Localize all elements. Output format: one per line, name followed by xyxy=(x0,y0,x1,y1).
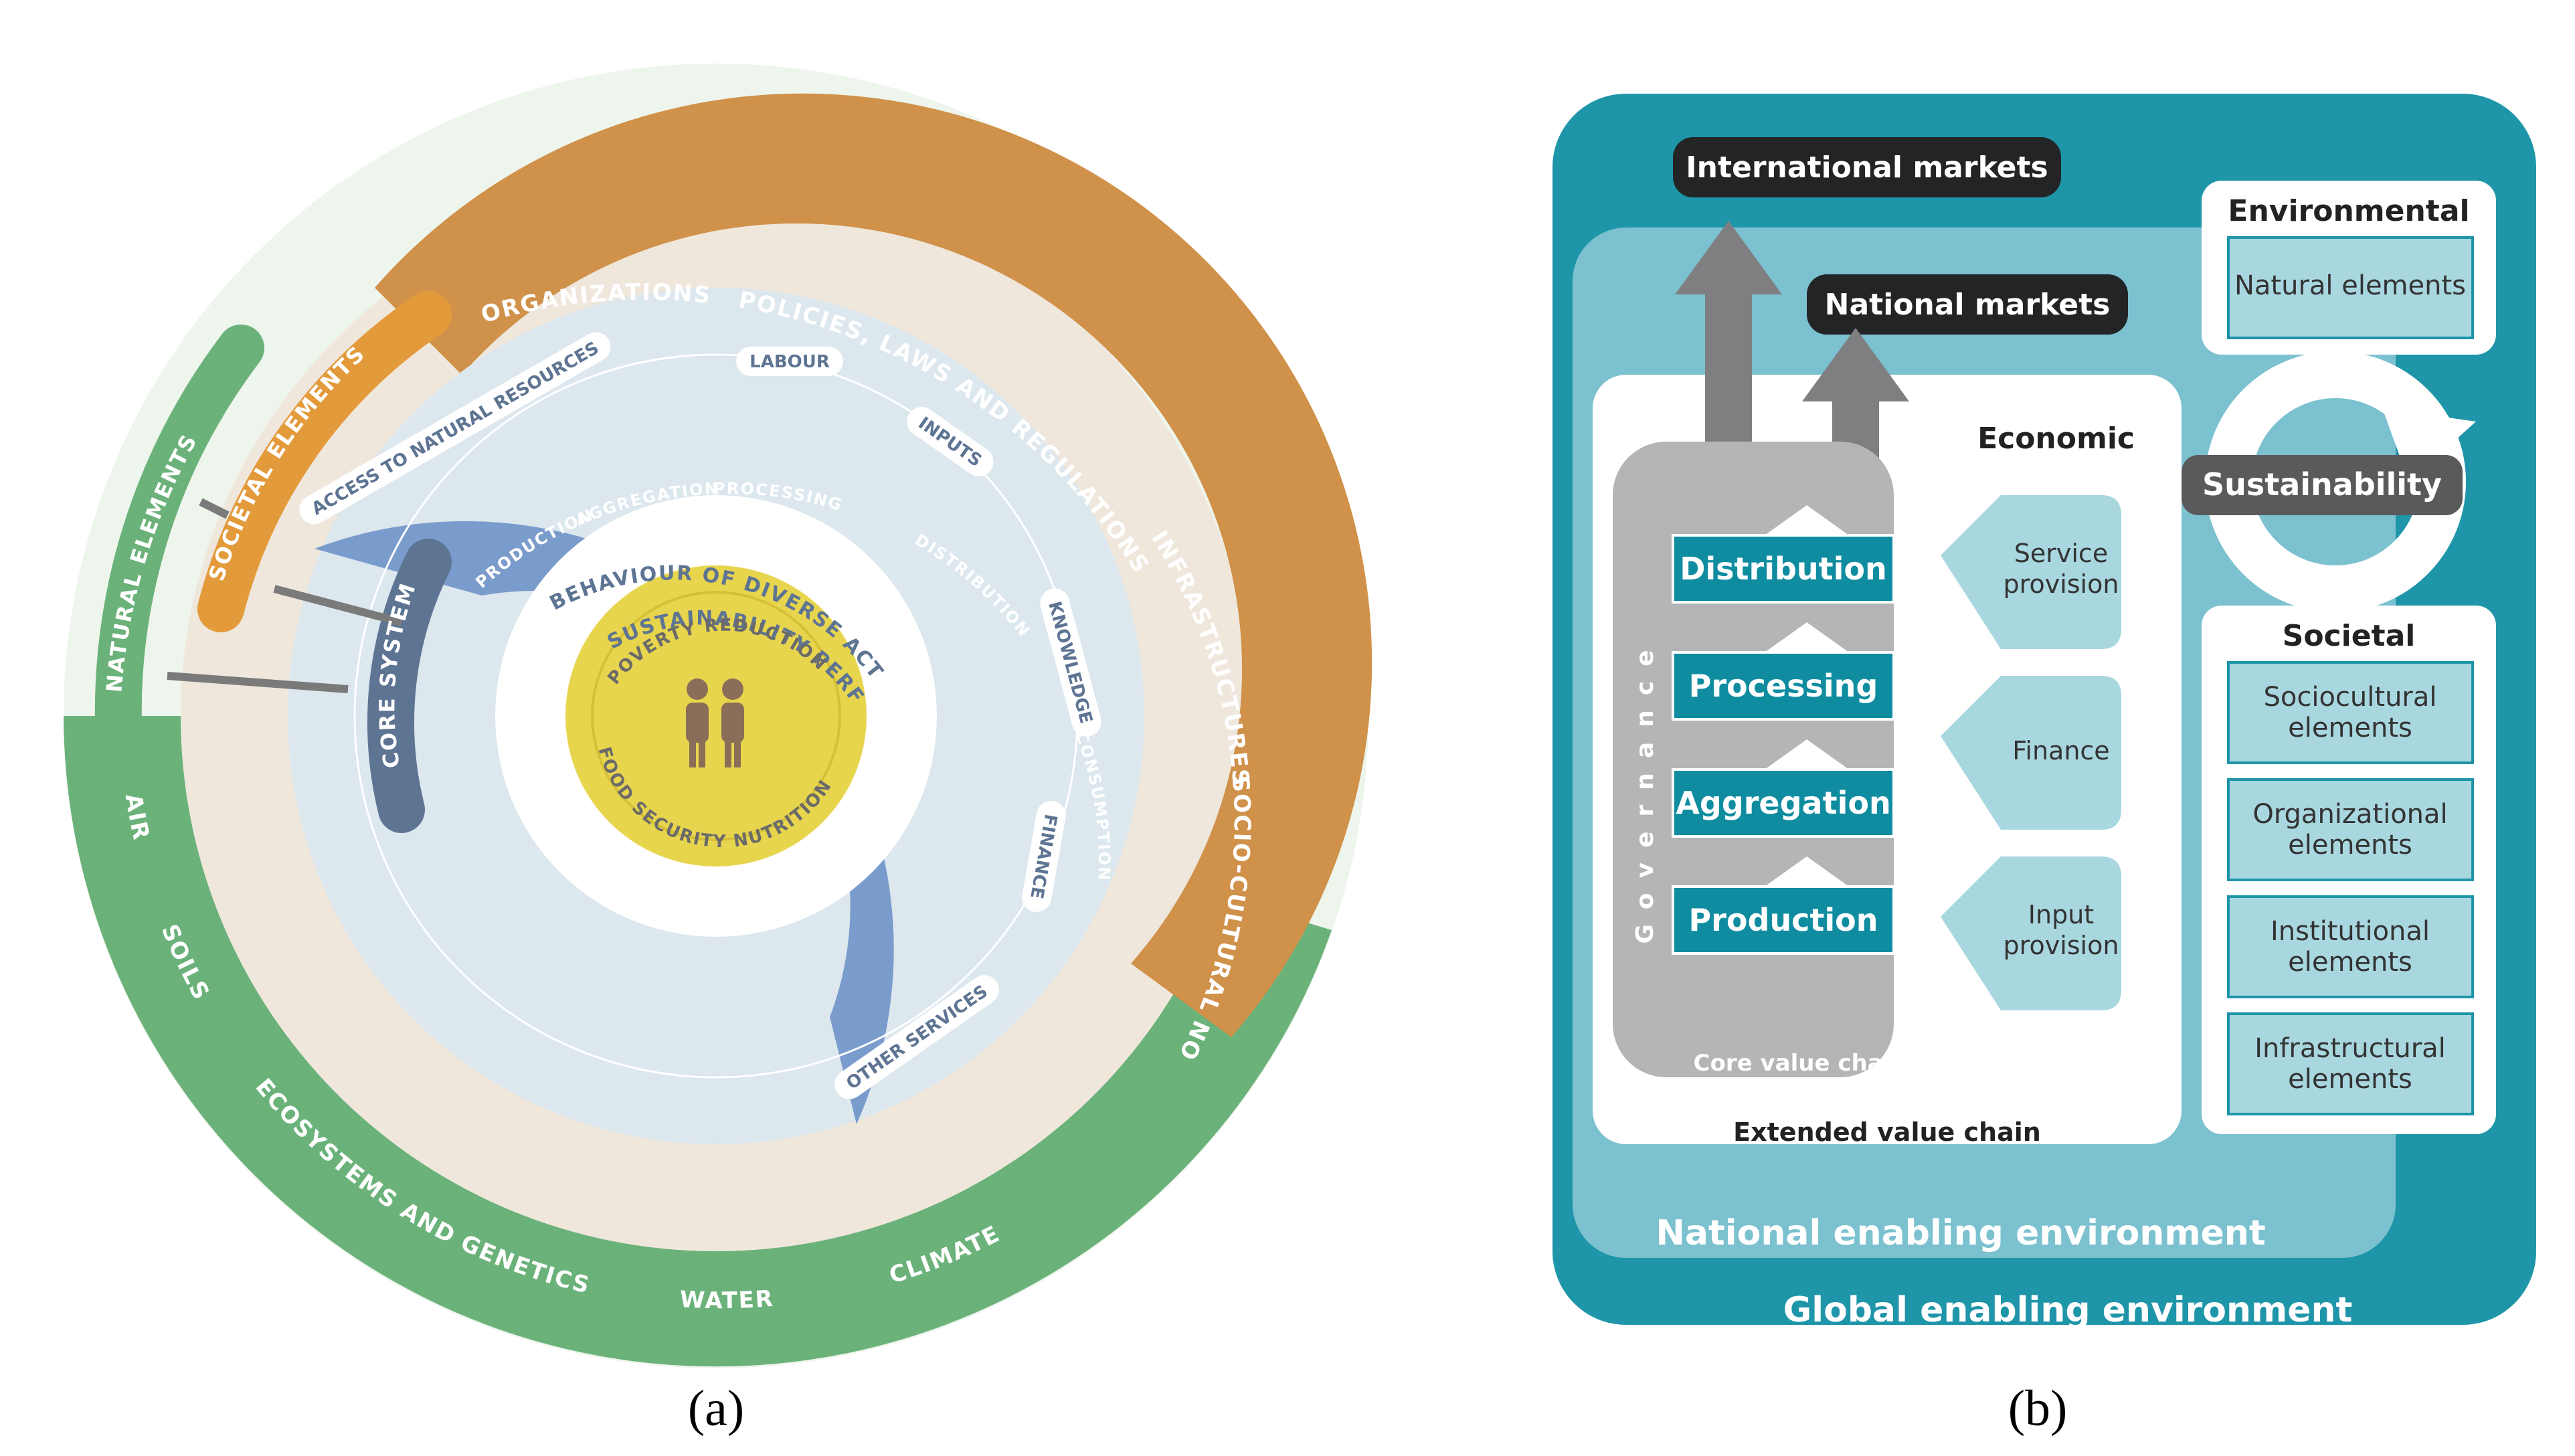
core-step-box xyxy=(1672,651,1895,721)
core-step-label: Distribution xyxy=(1680,551,1887,587)
economic-label: Economic xyxy=(1977,422,2135,456)
service-box xyxy=(1941,495,2121,649)
societal-item-box xyxy=(2227,1012,2474,1115)
people-icon xyxy=(686,678,744,767)
core-step-box xyxy=(1672,534,1895,604)
service-box xyxy=(1941,856,2121,1010)
natural-elements-label: Natural elements xyxy=(2234,270,2466,301)
service-box xyxy=(1941,676,2121,830)
core-step-box xyxy=(1672,885,1895,955)
market-arrows xyxy=(1675,221,1909,462)
core-value-chain-label: Core value chain xyxy=(1694,1050,1907,1077)
societal-item-box xyxy=(2227,661,2474,764)
sustainability-label: Sustainability xyxy=(2202,466,2442,503)
core-step-label: Production xyxy=(1688,902,1878,938)
national-markets-pill[interactable] xyxy=(1807,274,2128,335)
national-markets-label: National markets xyxy=(1825,288,2111,322)
step-chevron xyxy=(1760,739,1854,773)
step-chevron xyxy=(1760,622,1854,656)
natural-elements-box xyxy=(2227,236,2474,339)
figure-b: International markets National markets E… xyxy=(1552,94,2536,1437)
societal-elements-band xyxy=(197,291,452,632)
societal-orange-ring xyxy=(375,93,1372,1037)
national-env-label: National enabling environment xyxy=(1656,1213,2265,1253)
blue-ring-pill: LABOUR xyxy=(736,347,843,376)
environmental-label: Environmental xyxy=(2228,194,2469,228)
societal-item-box xyxy=(2227,895,2474,998)
international-markets-label: International markets xyxy=(1686,151,2048,185)
societal-item-box xyxy=(2227,778,2474,881)
yellow-core xyxy=(565,565,867,867)
figure-a: ORGANIZATIONS POLICIES, LAWS AND REGULAT… xyxy=(0,0,1372,1437)
societal-label: Societal xyxy=(2283,619,2416,653)
svg-text:WATER: WATER xyxy=(679,1285,775,1314)
caption-b: (b) xyxy=(2008,1380,2068,1437)
sustainability-pill[interactable] xyxy=(2182,455,2463,515)
core-steps: DistributionProcessingAggregationProduct… xyxy=(1672,505,1895,955)
core-step-box xyxy=(1672,768,1895,838)
core-system-band xyxy=(367,539,452,833)
caption-a: (a) xyxy=(688,1380,744,1437)
step-chevron xyxy=(1760,856,1854,890)
band-arrows xyxy=(167,498,403,693)
extended-value-chain-label: Extended value chain xyxy=(1733,1117,2041,1147)
step-chevron xyxy=(1760,505,1854,539)
natural-elements-arc xyxy=(64,716,1332,1367)
governance-label: Governance xyxy=(1631,635,1659,943)
service-label: Finance xyxy=(2012,736,2109,765)
core-step-label: Processing xyxy=(1689,668,1878,704)
international-markets-pill[interactable] xyxy=(1673,137,2061,197)
core-step-label: Aggregation xyxy=(1676,785,1890,821)
global-env-label: Global enabling environment xyxy=(1783,1290,2353,1330)
blue-ring-pill-label: LABOUR xyxy=(749,352,830,372)
natural-elements-band xyxy=(94,325,264,786)
yellow-core-inner xyxy=(591,591,841,841)
natural-label-water: WATER xyxy=(679,1285,775,1314)
